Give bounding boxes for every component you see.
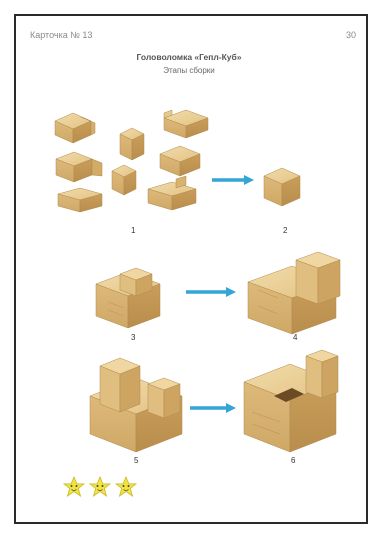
star-icon [64, 477, 84, 496]
stage-label-4: 4 [293, 333, 297, 342]
star-icon [116, 477, 136, 496]
stage-4-assembly [248, 252, 340, 334]
stage-2-cube [264, 168, 300, 206]
stage-6-assembly [244, 350, 338, 452]
stage-label-5: 5 [134, 456, 138, 465]
rating-stars [64, 477, 136, 496]
arrow-right-icon [212, 175, 254, 185]
star-icon [90, 477, 110, 496]
stage-5-assembly [90, 358, 182, 452]
stage-label-1: 1 [131, 226, 135, 235]
stage-1-pieces [55, 110, 208, 212]
stage-label-6: 6 [291, 456, 295, 465]
stage-3-assembly [96, 268, 160, 328]
stage-label-3: 3 [131, 333, 135, 342]
arrow-right-icon [190, 403, 236, 413]
stage-label-2: 2 [283, 226, 287, 235]
arrow-right-icon [186, 287, 236, 297]
